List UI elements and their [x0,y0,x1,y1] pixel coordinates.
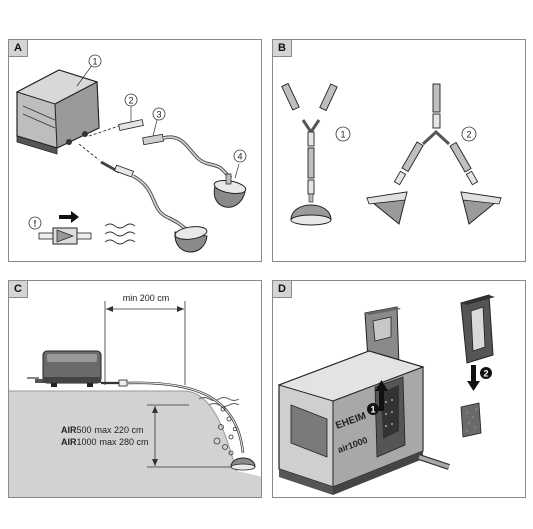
air-stone-icon [290,193,332,226]
callout-2: 2 [466,130,471,140]
panel-c-label: C [9,281,28,298]
panel-d: D 2 [272,280,526,498]
air-stone-icon [230,457,256,471]
water-area [9,391,261,497]
panel-a: A 1 2 3 [8,39,262,262]
arrow-down-icon [467,365,480,391]
callout-2: 2 [128,96,133,106]
air-bubbles-icon [104,223,136,245]
flow-arrow-icon [59,211,79,223]
callout-1: 1 [92,57,97,67]
panel-b-label: B [273,40,292,57]
panel-c-illustration: min 200 cm [9,293,261,497]
air-pump-icon [15,69,100,155]
air-stone-icon [365,191,408,225]
callout-4: 4 [237,152,242,162]
panel-a-illustration: 1 2 3 4 [15,54,247,253]
step-marker-1: 1 [370,405,375,415]
callout-3: 3 [156,110,161,120]
panel-d-label: D [273,281,292,298]
panel-b: B 1 [272,39,526,262]
tube-connector-icon [118,119,144,131]
filter-pad-icon [460,402,482,438]
air-bubbles-icon [213,406,238,456]
warning-marker: ! [34,219,37,229]
panel-b-illustration: 1 2 [281,82,503,226]
check-valve-icon [142,133,165,146]
check-valve-icon [38,227,92,245]
panel-a-label: A [9,40,28,57]
air-stone-icon [213,173,247,208]
panel-d-illustration: 2 EHEIM air1000 1 [277,294,495,495]
filter-cover-icon [460,294,495,364]
arrow-up-icon [375,380,388,411]
panel-c: C min 200 cm [8,280,262,498]
dimension-label: min 200 cm [123,293,170,303]
air-pump-icon [35,350,102,387]
air-stone-icon [174,226,208,253]
step-marker-2: 2 [483,369,488,379]
callout-1: 1 [340,130,345,140]
air-stone-icon [460,191,503,225]
